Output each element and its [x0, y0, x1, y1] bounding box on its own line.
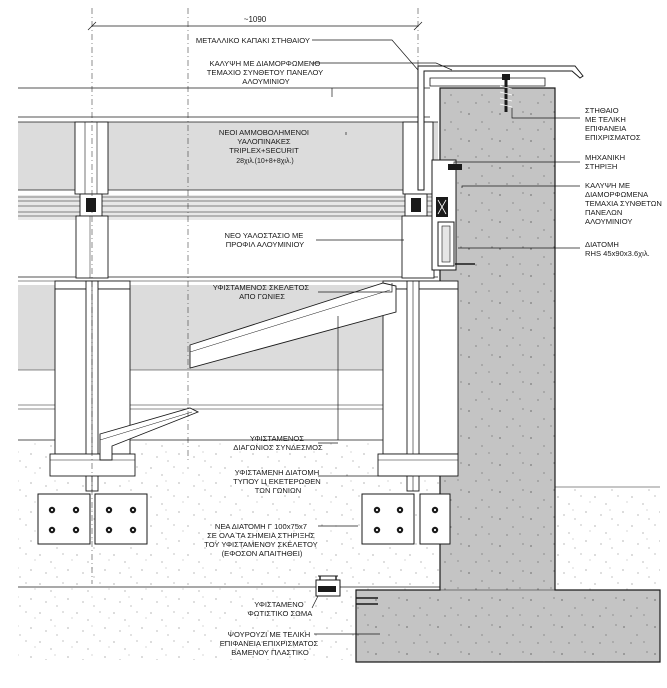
label-ceiling: ΨΟΥΡΟΥΖΙ ΜΕ ΤΕΛΙΚΗ ΕΠΙΦΑΝΕΙΑ ΕΠΙΧΡΙΣΜΑΤΟ… — [220, 630, 321, 657]
side-cladding — [431, 159, 475, 271]
label-cladding-top: ΚΑΛΥΨΗ ΜΕ ΔΙΑΜΟΡΦΩΜΕΝΟ ΤΕΜΑΧΙΟ ΣΥΝΘΕΤΟΥ … — [207, 59, 325, 86]
existing-diagonal-brace — [99, 407, 200, 461]
right-mullion — [377, 121, 459, 492]
leader-lines — [311, 39, 580, 635]
label-glass: ΝΕΟΙ ΑΜΜΟΒΟΛΗΜΕΝΟΙ ΥΑΛΟΠΙΝΑΚΕΣ TRIPLEX+S… — [219, 128, 311, 165]
existing-frame-diagonal — [189, 282, 397, 369]
left-mullion — [49, 121, 136, 492]
centerlines — [91, 8, 419, 584]
dimension-value: ~1090 — [244, 15, 267, 24]
label-cladding-right: ΚΑΛΥΨΗ ΜΕ ΔΙΑΜΟΡΦΩΜΕΝΑ ΤΕΜΑΧΙΑ ΣΥΝΘΕΤΩΝ … — [585, 181, 664, 226]
ceiling-anchor — [356, 597, 378, 605]
label-parapet: ΣΤΗΘΑΙΟ ΜΕ ΤΕΛΙΚΗ ΕΠΙΦΑΝΕΙΑ ΕΠΙΧΡΙΣΜΑΤΟΣ — [585, 106, 641, 142]
existing-luminaire — [315, 575, 341, 597]
dimension-line — [87, 21, 423, 31]
label-existing-section: ΥΦΙΣΤΑΜΕΝΗ ΔΙΑΤΟΜΗ ΤΥΠΟΥ Ц ΕΚΕΤΕΡΩΘΕΝ ΤΩ… — [233, 468, 323, 495]
label-rhs-section: ΔΙΑΤΟΜΗ RHS 45x90x3.6χιλ. — [585, 240, 650, 258]
label-luminaire: ΥΦΙΣΤΑΜΕΝΟ ΦΩΤΙΣΤΙΚΟ ΣΩΜΑ — [248, 600, 313, 618]
label-new-angle: ΝΕΑ ΔΙΑΤΟΜΗ Γ 100x75x7 ΣΕ ΟΛΑ ΤΑ ΣΗΜΕΙΑ … — [204, 522, 319, 558]
label-mechanical-support: ΜΗΧΑΝΙΚΗ ΣΤΗΡΙΞΗ — [585, 153, 627, 171]
label-glazing-profile: ΝΕΟ ΥΑΛΟΣΤΑΣΙΟ ΜΕ ΠΡΟΦΙΛ ΑΛΟΥΜΙΝΙΟΥ — [225, 231, 306, 249]
label-metal-cap: ΜΕΤΑΛΛΙΚΟ ΚΑΠΑΚΙ ΣΤΗΘΑΙΟΥ — [196, 36, 310, 45]
base-plate-left — [37, 493, 148, 545]
label-existing-frame: ΥΦΙΣΤΑΜΕΝΟΣ ΣΚΕΛΕΤΟΣ ΑΠΟ ΓΩΝΙΕΣ — [213, 283, 311, 301]
mechanical-anchor-bolt — [499, 74, 513, 112]
base-plate-right — [361, 493, 451, 545]
label-existing-brace: ΥΦΙΣΤΑΜΕΝΟΣ ΔΙΑΓΩΝΙΟΣ ΣΥΝΔΕΣΜΟΣ — [233, 434, 323, 452]
